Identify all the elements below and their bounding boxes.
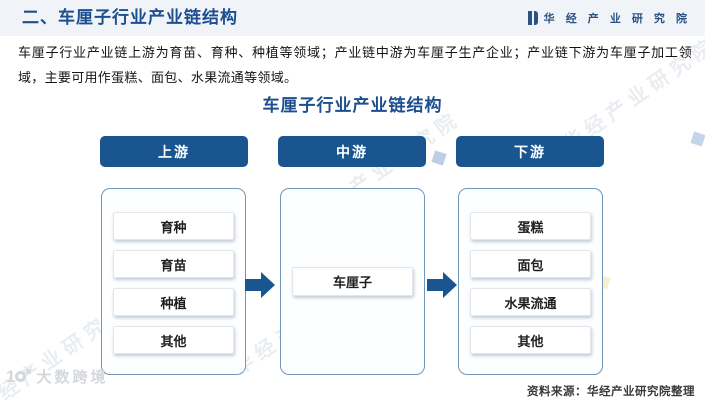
page-title: 二、车厘子行业产业链结构 xyxy=(22,8,238,27)
brand-logo-icon xyxy=(527,11,538,25)
brand-name: 华 经 产 业 研 究 院 xyxy=(543,13,691,25)
upstream-item: 育苗 xyxy=(113,250,234,278)
source-note: 资料来源：华经产业研究院整理 xyxy=(527,386,695,398)
upstream-container: 育种 育苗 种植 其他 xyxy=(101,188,246,375)
intro-paragraph: 车厘子行业产业链上游为育苗、育种、种植等领域；产业链中游为车厘子生产企业；产业链… xyxy=(18,45,692,85)
stage-pill-upstream: 上游 xyxy=(100,136,248,167)
downstream-item: 水果流通 xyxy=(470,288,591,316)
upstream-item: 其他 xyxy=(113,326,234,354)
watermark-square xyxy=(431,150,447,166)
midstream-container: 车厘子 xyxy=(280,188,425,375)
page-header: 二、车厘子行业产业链结构 华 经 产 业 研 究 院 xyxy=(0,0,705,36)
downstream-item: 面包 xyxy=(470,250,591,278)
watermark-logo-text: 大数跨境 xyxy=(36,369,109,386)
upstream-item: 种植 xyxy=(113,288,234,316)
downstream-item: 蛋糕 xyxy=(470,212,591,240)
watermark-logo: 1 大数跨境 xyxy=(6,366,108,387)
diagram-title: 车厘子行业产业链结构 xyxy=(262,96,443,115)
downstream-container: 蛋糕 面包 水果流通 其他 xyxy=(458,188,603,375)
flow-arrow-right-icon xyxy=(245,272,275,298)
watermark-square xyxy=(690,131,705,147)
stage-pill-midstream: 中游 xyxy=(278,136,426,167)
brand-logo: 华 经 产 业 研 究 院 xyxy=(527,0,691,36)
upstream-item: 育种 xyxy=(113,212,234,240)
flow-arrow-right-icon xyxy=(427,272,457,298)
downstream-item: 其他 xyxy=(470,326,591,354)
stage-pill-downstream: 下游 xyxy=(456,136,604,167)
dashu-logo-icon: 1 xyxy=(6,368,32,385)
midstream-item: 车厘子 xyxy=(292,267,413,296)
